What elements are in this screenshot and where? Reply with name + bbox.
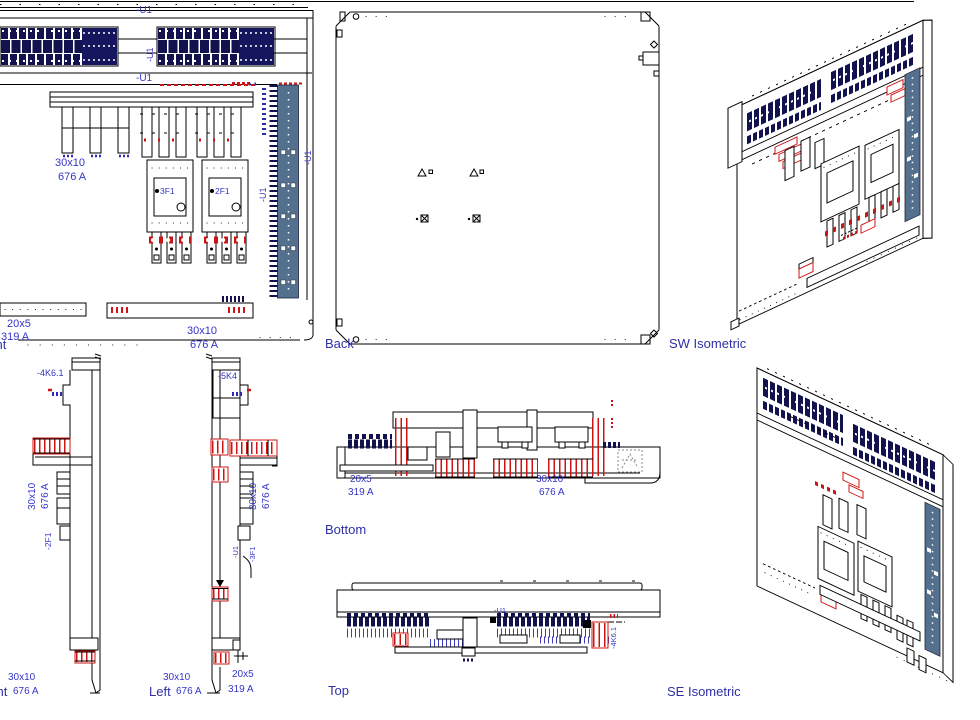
label-device-5k4: -5K4 bbox=[218, 371, 238, 381]
dim-left-busbar-size: 30x10 bbox=[248, 482, 259, 510]
label-device-4k61: -4K6.1 bbox=[37, 368, 64, 378]
bottom-terminal-strip bbox=[0, 302, 87, 317]
dim-busbar-size-front: 30x10 bbox=[55, 157, 85, 169]
busbar-holder-section bbox=[32, 437, 92, 466]
fuse-bases bbox=[138, 105, 245, 159]
busbar-channel bbox=[49, 91, 254, 158]
dim-right-busbar-amps: 676 A bbox=[40, 483, 51, 509]
view-caption-back: Back bbox=[325, 336, 354, 351]
back-view-drawing bbox=[335, 11, 660, 345]
iso-contactors bbox=[820, 128, 900, 223]
duct-finger-red-marks bbox=[160, 82, 302, 135]
dim-right-bottom-amps: 676 A bbox=[13, 686, 39, 697]
view-caption-right: Right bbox=[0, 684, 8, 699]
view-caption-top: Top bbox=[328, 683, 349, 698]
dim-left-bottom-amps: 676 A bbox=[176, 686, 202, 697]
dim-busbar-amps-front: 676 A bbox=[58, 171, 87, 183]
busbar-sections-red bbox=[392, 614, 618, 649]
view-caption-se-isometric: SE Isometric bbox=[667, 684, 741, 699]
sw-isometric-drawing bbox=[727, 19, 933, 331]
view-caption-front: Front bbox=[0, 337, 7, 352]
mounting-holes bbox=[336, 11, 660, 345]
gray-clamp-symbol bbox=[617, 449, 643, 473]
busbar-sections-red bbox=[395, 418, 605, 478]
contactor-2f1-symbol bbox=[202, 160, 248, 263]
right-view-drawing bbox=[32, 353, 102, 694]
view-caption-left: Left bbox=[149, 684, 171, 699]
label-u1-top-view: -U1 bbox=[494, 606, 507, 615]
bottom-busbar bbox=[106, 296, 254, 319]
view-caption-bottom: Bottom bbox=[325, 522, 367, 537]
label-contactor-2f1: 2F1 bbox=[215, 186, 230, 196]
label-u1-front-gap: -U1 bbox=[145, 47, 155, 62]
component-humps bbox=[497, 426, 589, 449]
center-fixing-points bbox=[415, 167, 484, 223]
left-view-drawing bbox=[205, 353, 278, 694]
top-view-drawing bbox=[336, 580, 661, 662]
iso-wiring-duct bbox=[904, 67, 921, 223]
label-contactor-3f1: 3F1 bbox=[160, 186, 175, 196]
label-device-3f1-ref: -3F1 bbox=[248, 546, 257, 562]
dim-bottomview-pe-size: 20x5 bbox=[350, 474, 372, 485]
view-caption-sw-isometric: SW Isometric bbox=[669, 336, 747, 351]
bottom-view-drawing bbox=[336, 400, 661, 484]
dim-bottomview-busbar-size: 30x10 bbox=[536, 474, 564, 485]
dim-pe-busbar-amps: 319 A bbox=[1, 331, 30, 343]
label-u1-front-below: -U1 bbox=[136, 73, 153, 84]
label-u1-left-view: -U1 bbox=[231, 545, 240, 558]
busbar-holder-section bbox=[210, 438, 278, 483]
label-u1-front-top: -U1 bbox=[136, 5, 153, 16]
se-isometric-drawing bbox=[756, 367, 954, 684]
plate-foot bbox=[69, 637, 101, 694]
dim-bottomview-pe-amps: 319 A bbox=[348, 487, 374, 498]
iso-contactors bbox=[817, 525, 893, 608]
label-u1-front-duct: -U1 bbox=[258, 187, 268, 202]
dim-left-busbar-amps: 676 A bbox=[261, 483, 272, 509]
dim-left-pe-size: 20x5 bbox=[232, 669, 254, 680]
dim-right-bottom-size: 30x10 bbox=[8, 672, 36, 683]
mounting-plate-frame bbox=[18, 10, 314, 346]
dim-left-bottom-size: 30x10 bbox=[163, 672, 191, 683]
dim-left-pe-amps: 319 A bbox=[228, 684, 254, 695]
dim-pe-busbar-size: 20x5 bbox=[7, 318, 31, 330]
iso-wiring-duct bbox=[924, 501, 941, 657]
dim-bottom-busbar-size: 30x10 bbox=[187, 325, 217, 337]
front-view-drawing bbox=[0, 10, 314, 346]
label-u1-front-right: -U1 bbox=[303, 150, 313, 165]
dim-bottom-busbar-amps: 676 A bbox=[190, 339, 219, 351]
contactor-3f1-symbol bbox=[147, 160, 193, 263]
viewport-top-edge bbox=[0, 1, 914, 8]
dim-bottomview-busbar-amps: 676 A bbox=[539, 487, 565, 498]
terminal-strip-row bbox=[0, 27, 307, 66]
iso-red-connectors bbox=[815, 471, 864, 500]
label-device-4k61-top-view: -4K6.1 bbox=[609, 626, 618, 649]
dim-right-busbar-size: 30x10 bbox=[27, 482, 38, 510]
wiring-duct bbox=[269, 84, 299, 299]
plate-foot bbox=[207, 637, 248, 694]
label-device-2f1-ref: -2F1 bbox=[43, 532, 53, 550]
